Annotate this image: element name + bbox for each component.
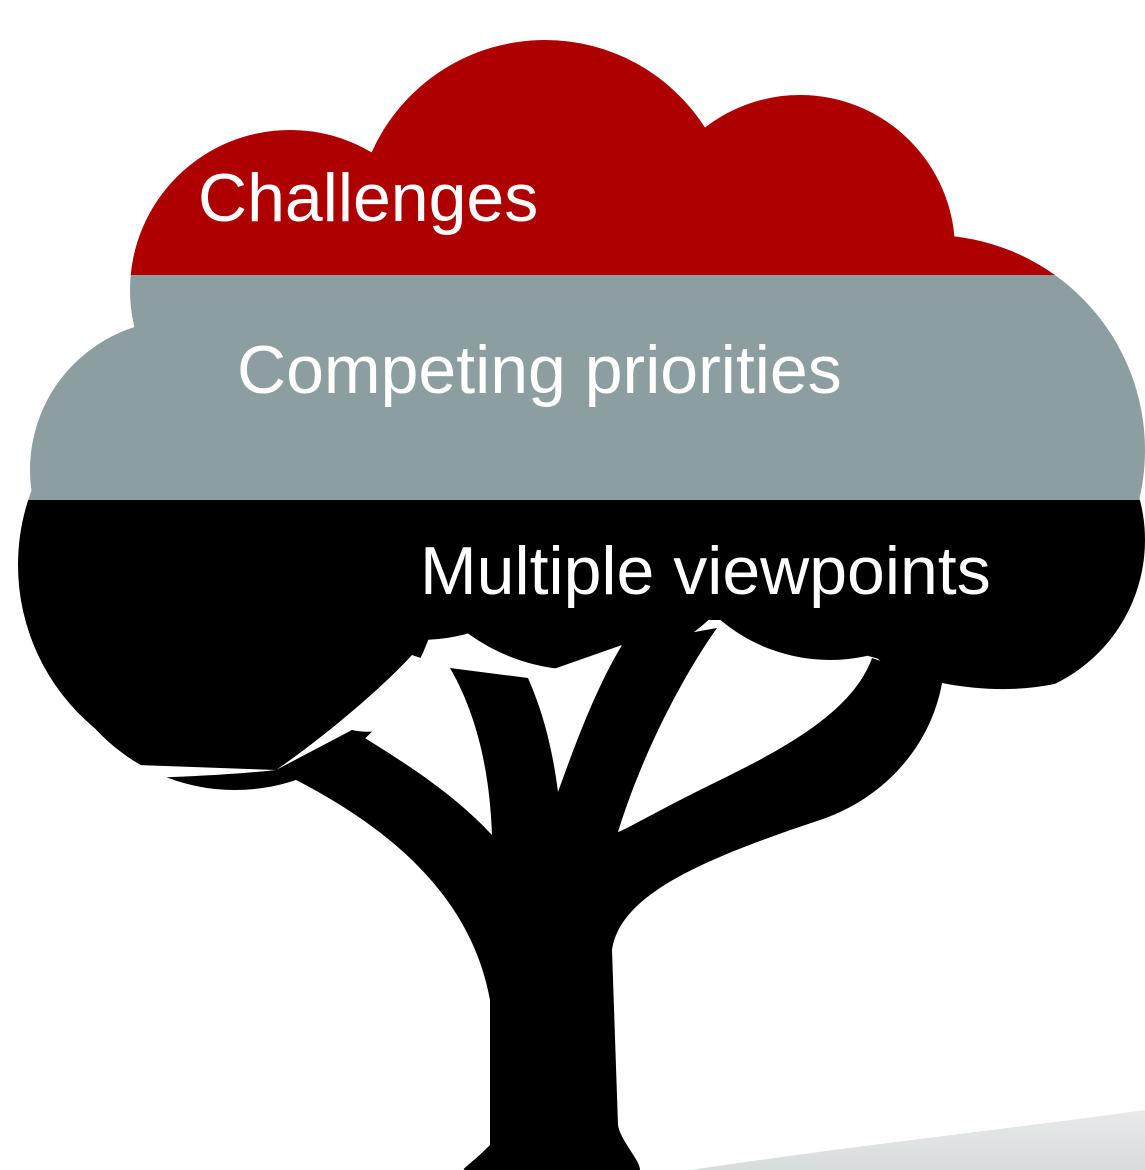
label-challenges: Challenges bbox=[198, 160, 538, 236]
label-competing-priorities: Competing priorities bbox=[237, 332, 842, 408]
floor-shadow bbox=[690, 1110, 1145, 1170]
label-multiple-viewpoints: Multiple viewpoints bbox=[420, 533, 991, 609]
trunk bbox=[276, 628, 942, 1170]
middle-band bbox=[18, 275, 1145, 500]
